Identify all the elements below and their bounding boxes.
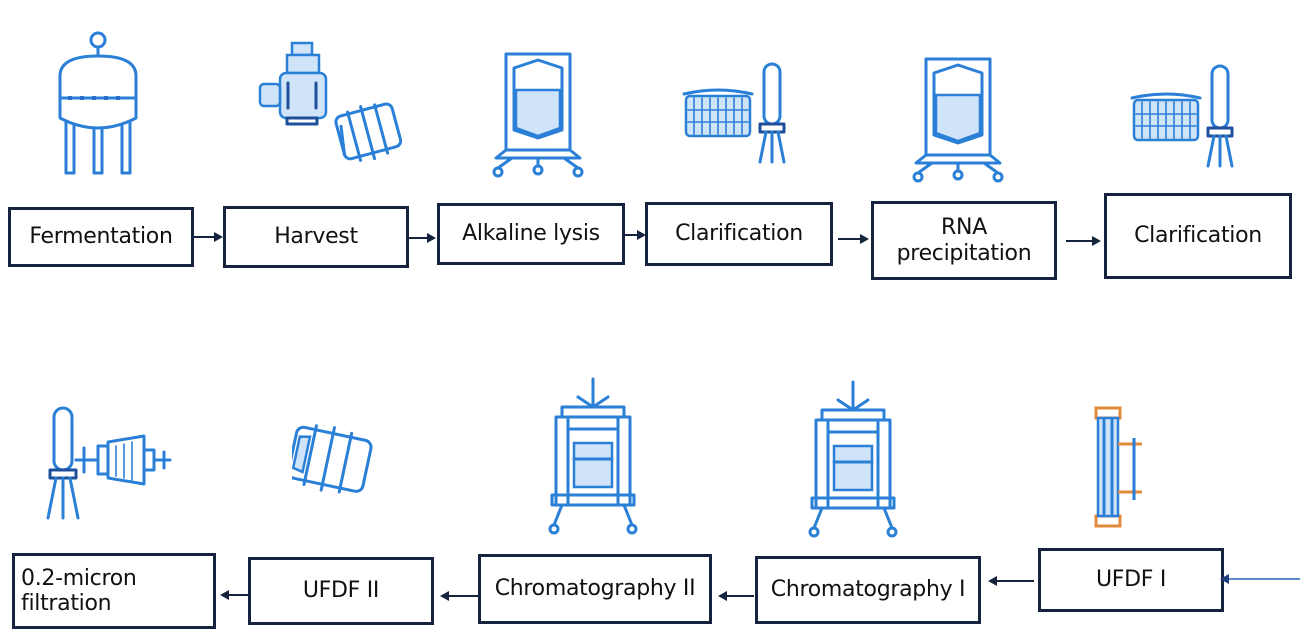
flow-arrow [1066,236,1101,246]
step-fermentation: Fermentation [8,207,194,267]
chromatography-column-icon [548,377,638,535]
step-ufdf-i: UFDF I [1038,548,1224,612]
step-alkaline-lysis: Alkaline lysis [437,203,625,265]
flow-arrow [409,233,436,243]
mixing-tank-icon [912,57,1004,183]
step-label-line1: RNA [941,215,987,241]
step-label-line2: precipitation [896,240,1032,266]
step-clarification-1: Clarification [645,202,833,266]
flow-arrow [1220,574,1300,584]
step-label-line1: 0.2-micron [21,565,137,591]
sterile-filter-icon [46,406,172,520]
filter-basket-icon [1130,64,1234,168]
step-ufdf-ii: UFDF II [248,557,434,625]
hollow-fiber-icon [1094,406,1142,528]
mixing-tank-icon [492,52,584,178]
step-harvest: Harvest [223,206,409,268]
step-rna-precipitation: RNA precipitation [871,201,1057,280]
step-label: Clarification [675,220,803,246]
step-label: Alkaline lysis [462,220,600,246]
step-label: Harvest [274,223,358,249]
step-label: Chromatography I [770,576,966,602]
step-0-2-micron-filtration: 0.2-micron filtration [12,553,216,629]
flow-arrow [718,591,754,601]
flow-arrow [220,590,248,600]
step-label: UFDF II [302,577,380,603]
step-label: Clarification [1134,222,1262,248]
flow-arrow [625,230,646,240]
flow-arrow [988,576,1034,586]
step-label: UFDF I [1095,566,1167,592]
flow-arrow [194,232,223,242]
tff-cassette-icon [292,424,373,494]
step-clarification-2: Clarification [1104,193,1292,279]
step-chromatography-i: Chromatography I [755,556,981,624]
chromatography-column-icon [808,380,898,538]
flow-arrow [838,234,869,244]
flow-arrow [440,591,478,601]
centrifuge-icon [258,41,402,162]
step-label: Chromatography II [494,575,696,601]
filter-basket-icon [682,62,786,164]
step-label-line2: filtration [21,591,112,616]
fermenter-icon [58,31,138,175]
step-label: Fermentation [29,223,173,249]
step-chromatography-ii: Chromatography II [478,554,712,624]
